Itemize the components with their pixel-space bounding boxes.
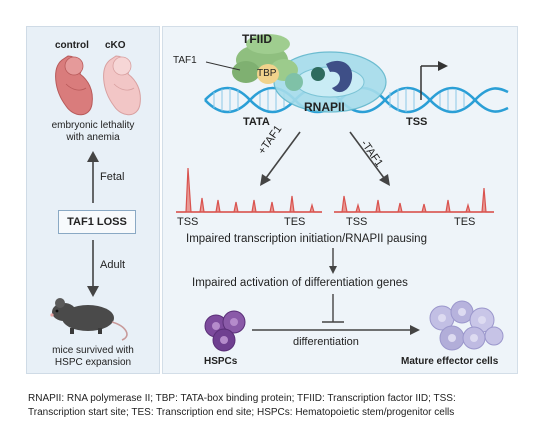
control-embryo-icon xyxy=(55,55,93,116)
tss-label-top: TSS xyxy=(406,116,428,128)
taf1-loss-box: TAF1 LOSS xyxy=(58,210,136,234)
adult-label: Adult xyxy=(100,259,126,271)
fetal-label: Fetal xyxy=(100,171,125,183)
control-label: control xyxy=(55,40,89,51)
mice-text-line-2: HSPC expansion xyxy=(54,357,132,368)
mice-caption: mice survived with HSPC expansion xyxy=(26,345,160,369)
hspc-cells-icon xyxy=(204,310,246,352)
tbp-label: TBP xyxy=(257,68,277,79)
cko-label: cKO xyxy=(105,40,126,51)
rnapii-label: RNAPII xyxy=(304,100,345,114)
profile-left-tss: TSS xyxy=(177,216,199,228)
mouse-icon xyxy=(50,298,128,341)
differentiation-label: differentiation xyxy=(293,336,359,348)
profile-right-tes: TES xyxy=(454,216,476,228)
tata-label: TATA xyxy=(243,116,270,128)
profile-right-tss: TSS xyxy=(346,216,368,228)
hspcs-label: HSPCs xyxy=(204,356,238,367)
taf1-pointer xyxy=(205,61,241,71)
cko-embryo-icon xyxy=(103,55,141,116)
embryo-text-line-1: embryonic lethality xyxy=(51,120,135,131)
mature-cells-icon xyxy=(429,300,504,351)
impaired-activation-text: Impaired activation of differentiation g… xyxy=(192,277,408,289)
abbreviation-footer: RNAPII: RNA polymerase II; TBP: TATA-box… xyxy=(28,392,528,420)
plus-taf1-arrow xyxy=(265,131,301,179)
footer-line-1: RNAPII: RNA polymerase II; TBP: TATA-box… xyxy=(28,393,456,404)
mature-cells-label: Mature effector cells xyxy=(401,356,499,367)
mice-text-line-1: mice survived with xyxy=(52,345,134,356)
profile-without-taf1 xyxy=(334,187,494,213)
tfiid-complex xyxy=(232,34,303,91)
embryo-caption: embryonic lethality with anemia xyxy=(26,120,160,144)
embryo-text-line-2: with anemia xyxy=(66,132,120,143)
impaired-initiation-text: Impaired transcription initiation/RNAPII… xyxy=(186,233,427,245)
rnapii-complex xyxy=(273,51,387,113)
taf1-label: TAF1 xyxy=(173,55,197,66)
footer-line-2: Transcription start site; TES: Transcrip… xyxy=(28,407,455,418)
tfiid-label: TFIID xyxy=(242,32,272,46)
tss-arrow xyxy=(420,61,448,100)
minus-taf1-arrow xyxy=(349,131,385,179)
profile-with-taf1 xyxy=(176,167,322,213)
profile-left-tes: TES xyxy=(284,216,306,228)
